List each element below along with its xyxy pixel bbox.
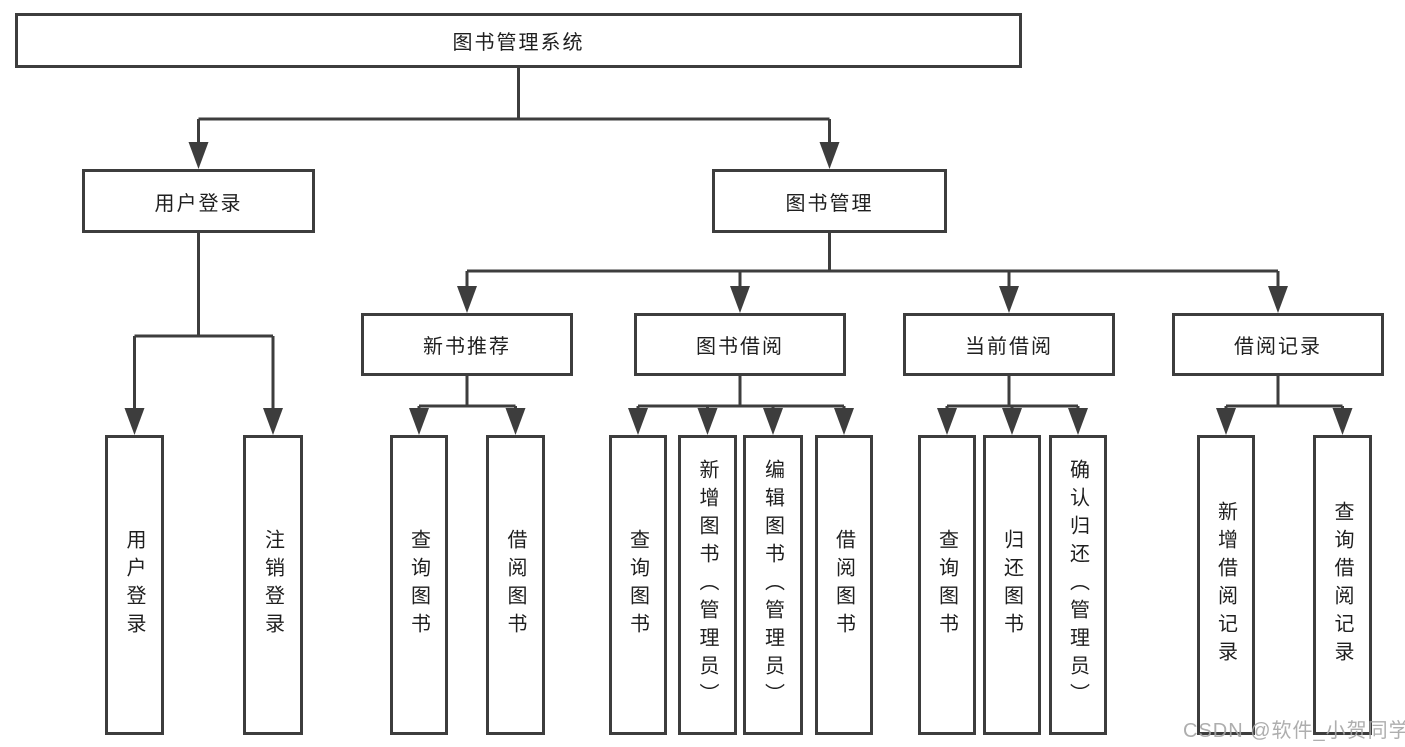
connector-borrow-records: [1224, 374, 1344, 412]
leaf-query-borrow-record: 查询借阅记录: [1313, 435, 1372, 735]
arrowhead: [1216, 408, 1236, 435]
leaf-edit-book-admin: 编辑图书（管理员）: [743, 435, 803, 735]
leaf-logout: 注销登录: [243, 435, 303, 735]
arrowhead: [505, 408, 526, 435]
arrowhead: [1332, 408, 1353, 435]
arrowhead: [834, 408, 854, 435]
leaf-user-login: 用户登录: [105, 435, 164, 735]
arrowhead: [937, 408, 957, 435]
node-new-book-recommend: 新书推荐: [361, 313, 573, 376]
leaf-confirm-return-admin: 确认归还（管理员）: [1049, 435, 1107, 735]
csdn-watermark: CSDN @软件_小贺同学: [1183, 720, 1405, 742]
arrowhead: [124, 408, 145, 435]
arrowhead: [730, 286, 750, 313]
arrowhead: [819, 142, 840, 169]
node-user-login: 用户登录: [82, 169, 315, 233]
connector-user-login: [133, 231, 275, 412]
leaf-add-book-admin: 新增图书（管理员）: [678, 435, 737, 735]
node-book-management: 图书管理: [712, 169, 947, 233]
arrowhead: [1268, 286, 1288, 313]
node-borrow-records: 借阅记录: [1172, 313, 1384, 376]
node-book-borrow: 图书借阅: [634, 313, 846, 376]
arrowheads: [124, 142, 1353, 435]
arrowhead: [409, 408, 429, 435]
leaf-query-books-recommend: 查询图书: [390, 435, 448, 735]
connector-current-borrow: [945, 374, 1080, 412]
arrowhead: [763, 408, 783, 435]
node-current-borrow: 当前借阅: [903, 313, 1115, 376]
leaf-add-borrow-record: 新增借阅记录: [1197, 435, 1255, 735]
arrowhead: [188, 142, 209, 169]
arrowhead: [263, 408, 283, 435]
arrowhead: [1002, 408, 1022, 435]
leaf-query-books-borrow: 查询图书: [609, 435, 667, 735]
arrowhead: [628, 408, 648, 435]
connector-book-management: [465, 231, 1280, 291]
leaf-borrow-books: 借阅图书: [815, 435, 873, 735]
connector-root: [197, 66, 831, 146]
arrowhead: [457, 286, 477, 313]
leaf-query-books-current: 查询图书: [918, 435, 976, 735]
arrowhead: [697, 408, 718, 435]
leaf-return-book: 归还图书: [983, 435, 1041, 735]
arrowhead: [1068, 408, 1088, 435]
connector-new-book-recommend: [417, 374, 517, 412]
arrowhead: [999, 286, 1019, 313]
connector-book-borrow: [636, 374, 846, 412]
node-library-system: 图书管理系统: [15, 13, 1022, 68]
leaf-borrow-books-recommend: 借阅图书: [486, 435, 545, 735]
